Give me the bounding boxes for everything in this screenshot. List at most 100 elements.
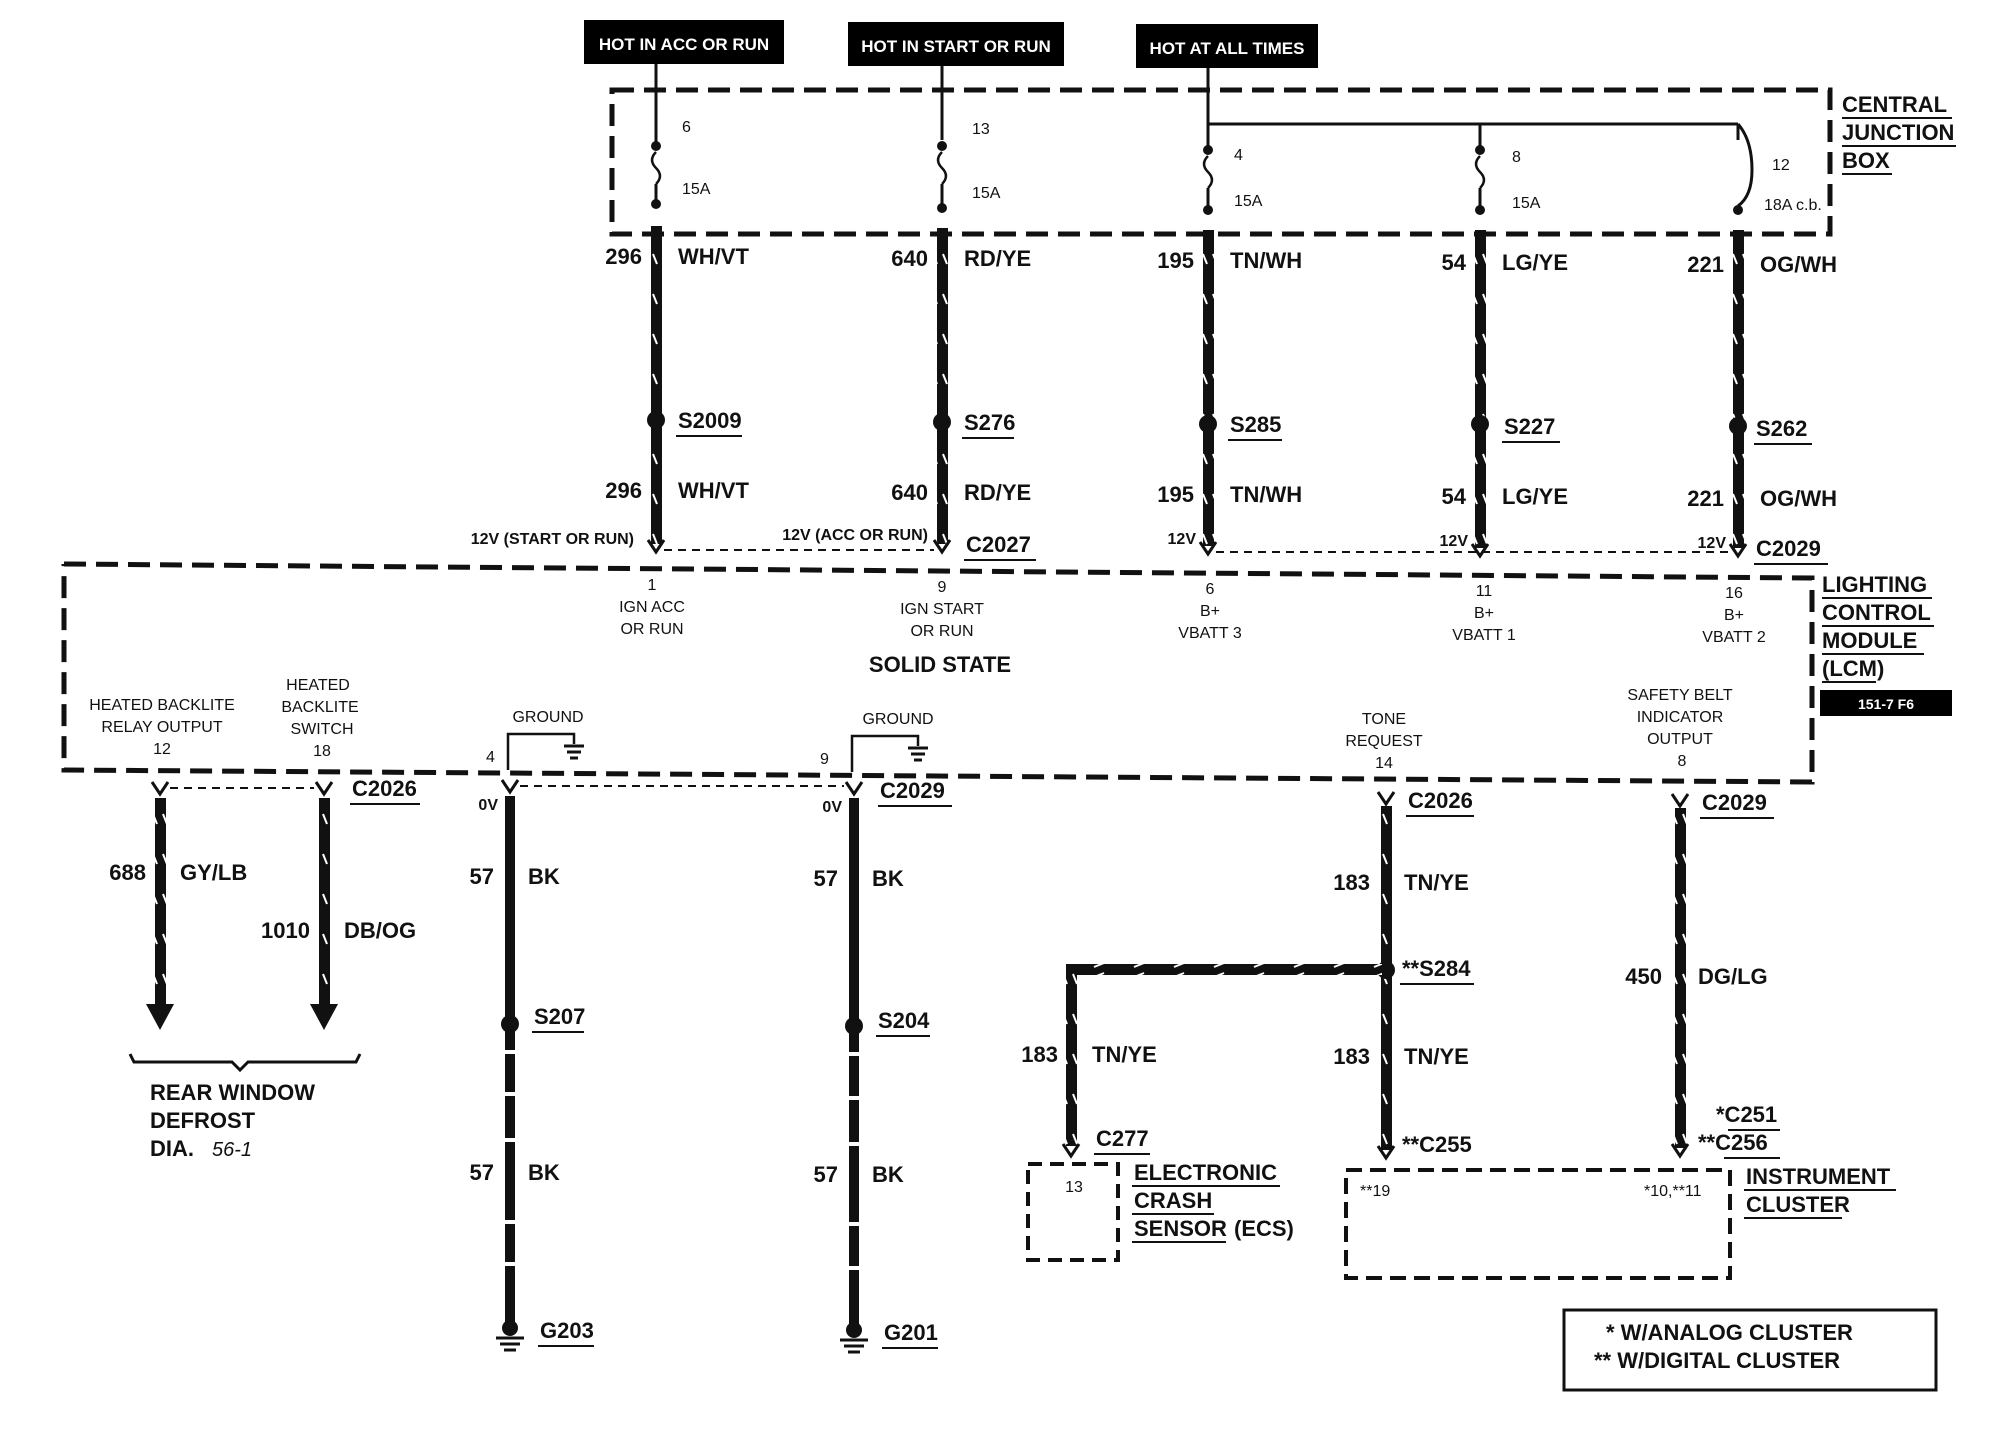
voltage-ground-2: 0V — [822, 799, 842, 816]
svg-text:C2029: C2029 — [1702, 790, 1767, 815]
svg-text:C2026: C2026 — [1408, 788, 1473, 813]
circuit-221-color-upper: OG/WH — [1760, 252, 1837, 277]
svg-text:**C255: **C255 — [1402, 1132, 1472, 1157]
fuse-4-symbol — [1202, 124, 1214, 215]
circuit-breaker-12-symbol — [1733, 205, 1743, 215]
legend-box — [1562, 1308, 1938, 1392]
ecs-component-box — [1026, 1162, 1120, 1262]
svg-text:11: 11 — [1476, 583, 1493, 600]
wire-1010 — [319, 798, 330, 1006]
wire-640 — [937, 228, 948, 544]
lcm-pin-11: 11 B+ VBATT 1 — [1452, 583, 1516, 644]
svg-text:4: 4 — [486, 749, 495, 766]
svg-text:BACKLITE: BACKLITE — [281, 699, 358, 716]
svg-text:HEATED BACKLITE: HEATED BACKLITE — [89, 697, 235, 714]
instrument-cluster-box — [1344, 1168, 1732, 1280]
legend-digital: ** W/DIGITAL CLUSTER — [1594, 1348, 1840, 1373]
lcm-title: LIGHTING CONTROL MODULE (LCM) — [1822, 572, 1934, 683]
circuit-688-color: GY/LB — [180, 860, 247, 885]
svg-text:CENTRAL: CENTRAL — [1842, 92, 1947, 117]
circuit-183-number-a: 183 — [1333, 870, 1370, 895]
fuse-4-number: 4 — [1234, 147, 1243, 164]
svg-text:MODULE: MODULE — [1822, 628, 1917, 653]
svg-text:S262: S262 — [1756, 416, 1807, 441]
wire-450 — [1675, 808, 1686, 1148]
svg-text:DEFROST: DEFROST — [150, 1108, 256, 1133]
circuit-450-color: DG/LG — [1698, 964, 1768, 989]
circuit-54-color-lower: LG/YE — [1502, 484, 1568, 509]
svg-text:ELECTRONIC: ELECTRONIC — [1134, 1160, 1277, 1185]
fuse-8-number: 8 — [1512, 149, 1521, 166]
circuit-57-g201-color-b: BK — [872, 1162, 904, 1187]
svg-text:IGN START: IGN START — [900, 601, 984, 618]
circuit-57-g201-number-b: 57 — [814, 1162, 838, 1187]
svg-text:HOT AT ALL TIMES: HOT AT ALL TIMES — [1150, 39, 1305, 58]
voltage-pin1: 12V (START OR RUN) — [471, 531, 634, 548]
circuit-221-number-upper: 221 — [1687, 252, 1724, 277]
svg-text:DIA.: DIA. — [150, 1136, 194, 1161]
wire-57-g203 — [505, 796, 515, 1326]
circuit-640-number-upper: 640 — [891, 246, 928, 271]
svg-text:TONE: TONE — [1362, 711, 1406, 728]
splice-s262: S262 — [1729, 416, 1812, 445]
circuit-183-color-a: TN/YE — [1404, 870, 1469, 895]
svg-text:GROUND: GROUND — [862, 711, 933, 728]
svg-text:SWITCH: SWITCH — [290, 721, 353, 738]
ic-pin-right: *10,**11 — [1644, 1183, 1702, 1200]
connector-c2029-ground: C2029 — [878, 778, 952, 807]
svg-text:S285: S285 — [1230, 412, 1281, 437]
svg-text:INSTRUMENT: INSTRUMENT — [1746, 1164, 1891, 1189]
fuse-6-symbol — [650, 140, 662, 209]
circuit-54-number-lower: 54 — [1442, 484, 1467, 509]
lcm-safety-belt-output: SAFETY BELT INDICATOR OUTPUT 8 — [1627, 687, 1732, 770]
svg-text:(LCM): (LCM) — [1822, 656, 1884, 681]
power-label-start-run: HOT IN START OR RUN — [848, 22, 1064, 66]
fuse-6-number: 6 — [682, 119, 691, 136]
connector-c277: C277 — [1094, 1126, 1150, 1155]
voltage-pin11: 12V — [1440, 533, 1469, 550]
lcm-hb-switch: HEATED BACKLITE SWITCH 18 — [281, 677, 358, 760]
circuit-195-color-lower: TN/WH — [1230, 482, 1302, 507]
circuit-183-number-c: 183 — [1333, 1044, 1370, 1069]
connector-c2029-right: C2029 — [1700, 790, 1774, 819]
svg-text:REAR WINDOW: REAR WINDOW — [150, 1080, 315, 1105]
svg-text:**S284: **S284 — [1402, 956, 1471, 981]
svg-text:RELAY OUTPUT: RELAY OUTPUT — [101, 719, 222, 736]
circuit-1010-number: 1010 — [261, 918, 310, 943]
svg-text:S276: S276 — [964, 410, 1015, 435]
svg-text:8: 8 — [1678, 753, 1687, 770]
ground-g201: G201 — [840, 1320, 938, 1354]
connector-c251: *C251 — [1716, 1102, 1780, 1131]
lcm-ground-pin-4: GROUND 4 — [486, 709, 584, 770]
circuit-57-g203-color-a: BK — [528, 864, 560, 889]
wire-195 — [1203, 230, 1214, 546]
svg-text:VBATT 3: VBATT 3 — [1178, 625, 1242, 642]
svg-text:LIGHTING: LIGHTING — [1822, 572, 1927, 597]
svg-text:CLUSTER: CLUSTER — [1746, 1192, 1850, 1217]
svg-text:G203: G203 — [540, 1318, 594, 1343]
circuit-296-number-lower: 296 — [605, 478, 642, 503]
splice-s285: S285 — [1199, 412, 1282, 441]
svg-text:*C251: *C251 — [1716, 1102, 1777, 1127]
splice-s2009: S2009 — [647, 408, 742, 437]
splice-s204: S204 — [845, 1008, 930, 1037]
svg-text:1: 1 — [648, 577, 657, 594]
ecs-pin: 13 — [1065, 1179, 1083, 1196]
svg-text:HOT IN START OR RUN: HOT IN START OR RUN — [861, 37, 1051, 56]
connector-c2029-top: C2029 — [1754, 536, 1828, 565]
voltage-ground-1: 0V — [478, 797, 498, 814]
svg-text:C277: C277 — [1096, 1126, 1149, 1151]
circuit-195-number-upper: 195 — [1157, 248, 1194, 273]
lcm-ground-pin-9: GROUND 9 — [820, 711, 934, 772]
svg-text:OR RUN: OR RUN — [910, 623, 973, 640]
svg-text:C2029: C2029 — [880, 778, 945, 803]
wire-183-branch-horizontal — [1066, 964, 1382, 975]
circuit-640-color-lower: RD/YE — [964, 480, 1031, 505]
cb-12-rating: 18A c.b. — [1764, 197, 1822, 214]
svg-text:6: 6 — [1206, 581, 1215, 598]
svg-text:GROUND: GROUND — [512, 709, 583, 726]
ecs-label: ELECTRONIC CRASH SENSOR (ECS) — [1132, 1160, 1294, 1243]
svg-text:JUNCTION: JUNCTION — [1842, 120, 1954, 145]
svg-text:SENSOR: SENSOR — [1134, 1216, 1227, 1241]
